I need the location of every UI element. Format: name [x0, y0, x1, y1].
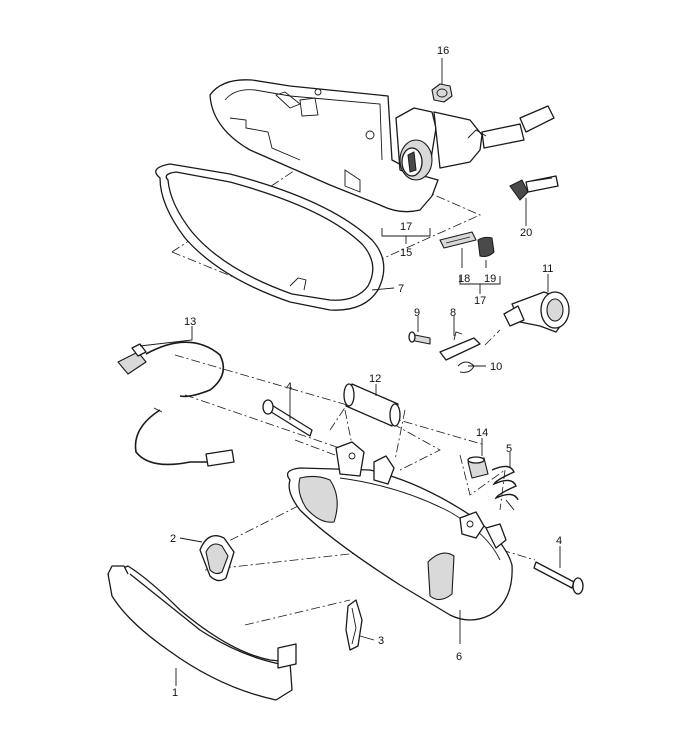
- part-6-handle-housing: [286, 441, 513, 621]
- callout-11: 11: [542, 263, 553, 275]
- part-7-gasket: [155, 163, 385, 311]
- callout-labels: 16 20 17 15 7 18 19 17 11 8 9 10 13 4 12…: [170, 45, 562, 699]
- part-2-seal: [199, 535, 235, 582]
- group-bracket-17: [459, 276, 501, 294]
- part-11-plug-connector: [503, 291, 570, 333]
- callout-8: 8: [450, 307, 456, 319]
- part-10-clip: [457, 361, 475, 373]
- callout-3: 3: [378, 635, 384, 647]
- callout-2: 2: [170, 533, 176, 545]
- part-19-key-head: [477, 236, 495, 257]
- callout-14: 14: [476, 427, 488, 439]
- part-13-cable: [117, 341, 235, 467]
- part-4-pin-upper: [262, 399, 313, 437]
- callout-13: 13: [184, 316, 196, 328]
- callout-17-upper: 17: [400, 221, 412, 233]
- part-20-key: [509, 175, 559, 201]
- callout-7: 7: [398, 283, 404, 295]
- part-4-pin-lower: [533, 561, 584, 595]
- callout-16: 16: [437, 45, 449, 57]
- callout-6: 6: [456, 651, 462, 663]
- callout-5: 5: [506, 443, 512, 455]
- callout-19: 19: [484, 273, 496, 285]
- part-16-nut: [431, 83, 453, 103]
- part-12-bushing: [343, 383, 401, 427]
- callout-9: 9: [414, 307, 420, 319]
- part-18-key-blade: [439, 231, 477, 249]
- part-5-spring: [491, 465, 519, 511]
- part-1-handle: [107, 565, 297, 701]
- callout-18: 18: [458, 273, 470, 285]
- part-3-small-gasket: [345, 599, 363, 651]
- callout-4-upper: 4: [286, 381, 292, 393]
- callout-15: 15: [400, 247, 412, 259]
- part-14-sleeve: [467, 456, 489, 479]
- part-9-screw: [408, 331, 431, 345]
- callout-12: 12: [369, 373, 381, 385]
- part-8-lever: [439, 331, 481, 361]
- callout-10: 10: [490, 361, 502, 373]
- handle-housing-bracket: [209, 79, 555, 213]
- group-bracket-15: [381, 228, 431, 244]
- callout-17-lower: 17: [474, 295, 486, 307]
- leader-lines: [139, 58, 561, 686]
- callout-4-lower: 4: [556, 535, 562, 547]
- callout-20: 20: [520, 227, 532, 239]
- callout-1: 1: [172, 687, 178, 699]
